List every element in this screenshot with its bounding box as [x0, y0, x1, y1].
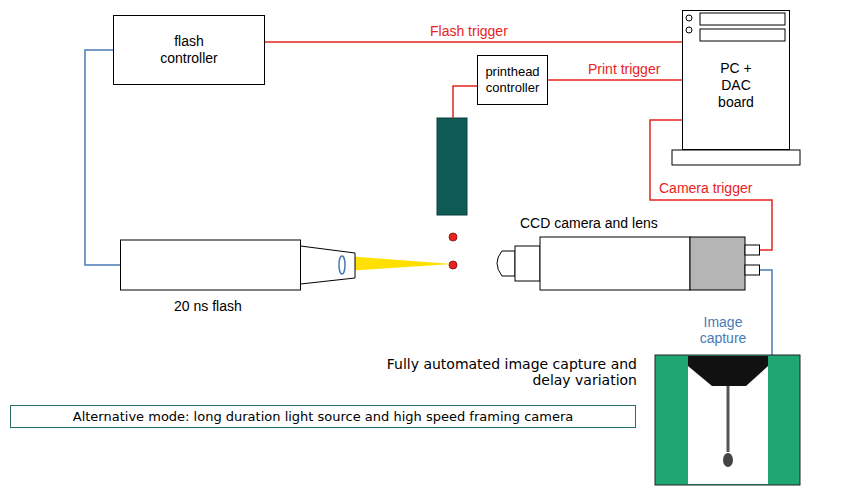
- camera-body: [540, 237, 690, 290]
- computer-label: PC + DAC board: [711, 60, 761, 111]
- connector: [745, 265, 760, 275]
- droplet: [449, 261, 457, 269]
- note-text: Alternative mode: long duration light so…: [51, 409, 595, 424]
- camera-lens: [515, 246, 540, 281]
- flash-body: [121, 240, 301, 290]
- flash-lamp: 20 ns flash: [120, 238, 360, 318]
- controller-box: printhead controller: [477, 55, 548, 105]
- ccd-camera: CCD camera and lens: [488, 215, 760, 295]
- note-label: Fully automated image capture and delay …: [372, 356, 637, 388]
- box-label: flash controller: [149, 33, 229, 67]
- computer-tower: PC + DAC board: [682, 10, 790, 150]
- flash-nozzle: [301, 246, 356, 284]
- drive-bay: [700, 13, 785, 25]
- droplet: [449, 233, 457, 241]
- box-label: printhead controller: [478, 64, 547, 96]
- signal-label: Camera trigger: [657, 180, 754, 196]
- signal-wire: [265, 41, 682, 43]
- screen-image: [688, 356, 768, 484]
- drive-bay: [700, 29, 785, 41]
- signal-wire: [548, 79, 682, 81]
- flash-label: 20 ns flash: [174, 298, 242, 314]
- controller-box: flash controller: [113, 15, 265, 85]
- connector: [745, 245, 760, 255]
- flash-lens: [339, 256, 345, 274]
- led: [686, 15, 692, 21]
- jet-image: [727, 386, 730, 452]
- pc-base: [672, 150, 800, 165]
- monitor-screen: [655, 355, 800, 485]
- printhead: [437, 118, 467, 215]
- signal-label: Print trigger: [586, 61, 662, 77]
- drop-image: [723, 453, 733, 467]
- signal-label: Flash trigger: [428, 23, 510, 39]
- led: [686, 27, 692, 33]
- printhead-wire: [453, 86, 480, 118]
- note-box: Alternative mode: long duration light so…: [10, 405, 636, 428]
- camera-lens-front: [497, 251, 515, 276]
- nozzle-image: [688, 356, 768, 386]
- ccd-unit: [690, 237, 745, 290]
- camera-label: CCD camera and lens: [520, 215, 658, 231]
- flash-beam: [345, 256, 453, 271]
- signal-label: Image capture: [688, 314, 758, 346]
- image-capture-wire: [760, 270, 772, 355]
- tower-body: [683, 11, 790, 150]
